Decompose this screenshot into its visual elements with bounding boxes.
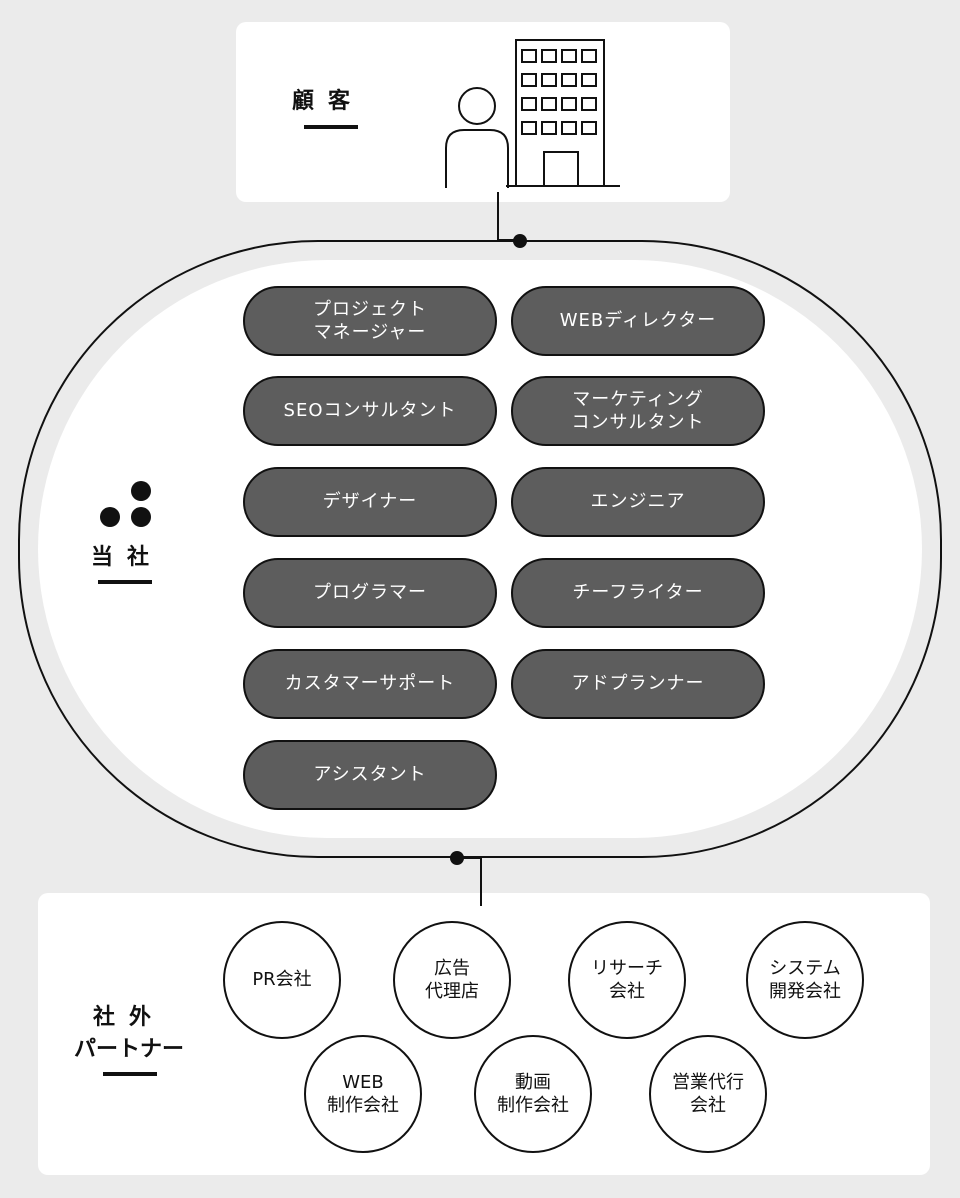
company-dot-icon xyxy=(131,507,151,527)
partner-video-production: 動画 制作会社 xyxy=(474,1035,592,1153)
role-pill-designer: デザイナー xyxy=(243,467,497,537)
person-icon xyxy=(445,87,509,188)
customer-label: 顧客 xyxy=(291,89,364,114)
connector-line-customer-h xyxy=(497,239,521,241)
role-pill-chief-writer: チーフライター xyxy=(511,558,765,628)
partner-pr-company: PR会社 xyxy=(223,921,341,1039)
partner-web-production: WEB 制作会社 xyxy=(304,1035,422,1153)
company-dot-icon xyxy=(131,481,151,501)
connector-dot-top xyxy=(513,234,527,248)
company-label-underline xyxy=(98,580,152,584)
partner-label-line1: 社外 xyxy=(92,1005,165,1030)
partner-label-line2: パートナー xyxy=(73,1037,184,1062)
role-pill-marketing-consultant: マーケティング コンサルタント xyxy=(511,376,765,446)
partner-ad-agency: 広告 代理店 xyxy=(393,921,511,1039)
role-pill-assistant: アシスタント xyxy=(243,740,497,810)
office-building-icon xyxy=(506,39,620,187)
partner-research-company: リサーチ 会社 xyxy=(568,921,686,1039)
company-label: 当社 xyxy=(90,545,163,570)
role-pill-web-director: WEBディレクター xyxy=(511,286,765,356)
role-pill-engineer: エンジニア xyxy=(511,467,765,537)
role-pill-project-manager: プロジェクト マネージャー xyxy=(243,286,497,356)
partner-label-underline xyxy=(103,1072,157,1076)
role-pill-programmer: プログラマー xyxy=(243,558,497,628)
partner-system-dev-company: システム 開発会社 xyxy=(746,921,864,1039)
role-pill-ad-planner: アドプランナー xyxy=(511,649,765,719)
connector-line-partner-h xyxy=(457,857,482,859)
company-panel xyxy=(38,260,922,838)
customer-label-underline xyxy=(304,125,358,129)
company-dot-icon xyxy=(100,507,120,527)
connector-line-partner xyxy=(480,857,482,906)
connector-line-customer xyxy=(497,192,499,241)
role-pill-seo-consultant: SEOコンサルタント xyxy=(243,376,497,446)
role-pill-customer-support: カスタマーサポート xyxy=(243,649,497,719)
partner-sales-agency: 営業代行 会社 xyxy=(649,1035,767,1153)
